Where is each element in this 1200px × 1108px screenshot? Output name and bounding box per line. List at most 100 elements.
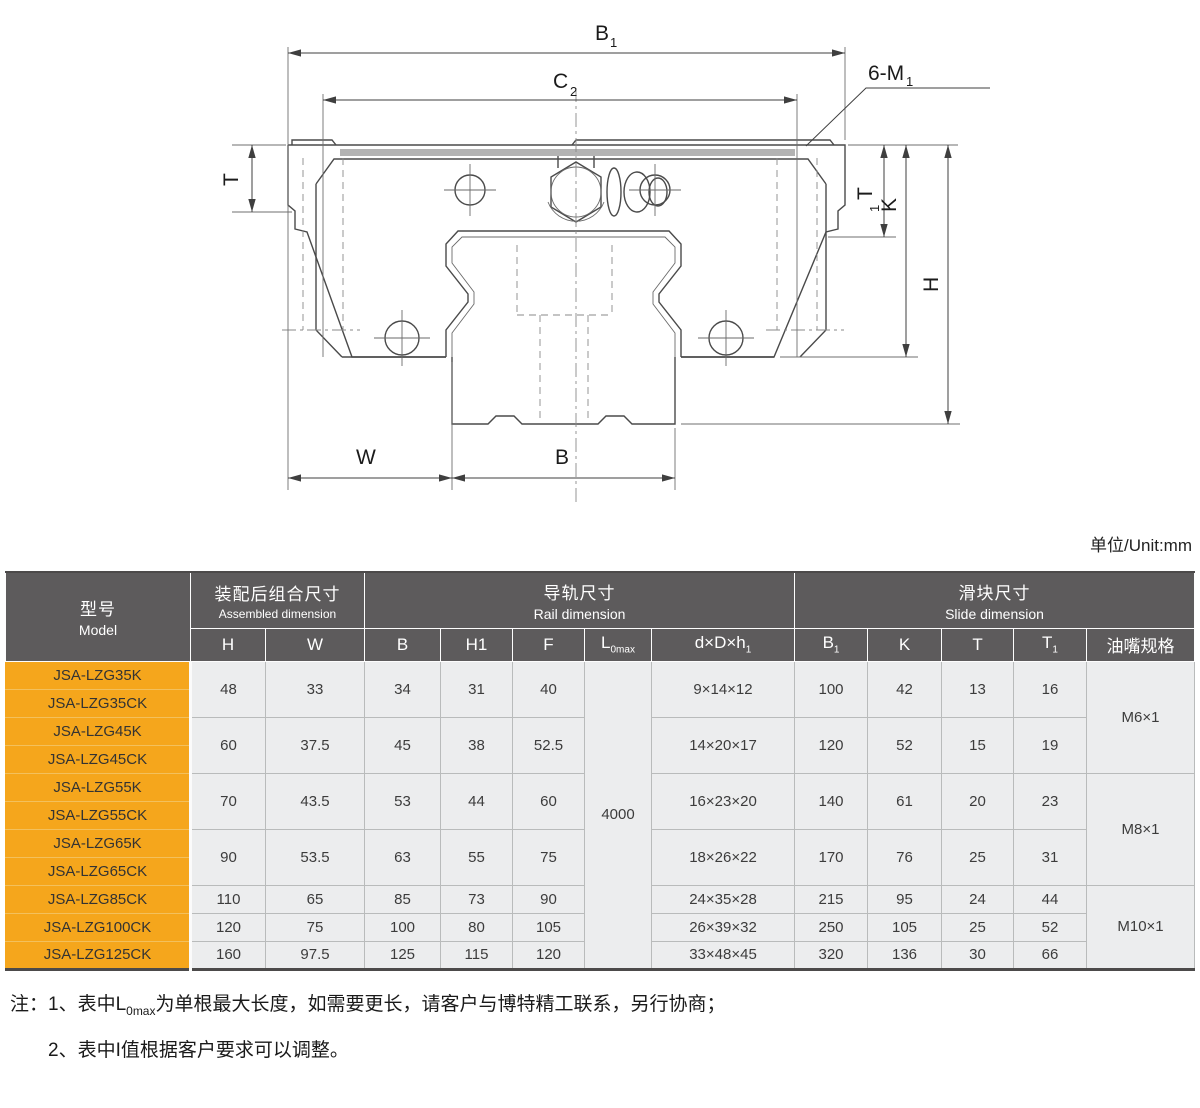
cell-f: 40 (512, 660, 585, 718)
table-row: JSA-LZG45CK (5, 744, 1195, 774)
spec-table: 型号 Model 装配后组合尺寸 Assembled dimension 导轨尺… (5, 571, 1196, 971)
dim-label-K: K (878, 198, 901, 212)
callout-label-6M1: 6-M (868, 62, 904, 85)
cell-k: 76 (867, 828, 943, 886)
cell-t1: 19 (1013, 716, 1088, 774)
cell-b1: 320 (794, 940, 869, 970)
dim-bottom: W B (288, 362, 676, 490)
cell-h1: 38 (440, 716, 513, 774)
model-cell: JSA-LZG125CK (5, 940, 192, 970)
cell-t: 15 (941, 716, 1015, 774)
cell-w: 65 (265, 884, 365, 914)
dim-label-B1-sub: 1 (610, 35, 617, 50)
cell-w: 37.5 (265, 716, 365, 774)
cell-t: 13 (941, 660, 1015, 718)
slide-block-outline (287, 139, 846, 358)
cell-f: 60 (512, 772, 585, 830)
cell-k: 42 (867, 660, 943, 718)
cell-f: 120 (512, 940, 585, 970)
table-row: JSA-LZG55CK (5, 800, 1195, 830)
cell-b1: 170 (794, 828, 869, 886)
cell-h1: 31 (440, 660, 513, 718)
cell-b: 100 (364, 912, 441, 942)
cell-f: 75 (512, 828, 585, 886)
model-cell: JSA-LZG45K (5, 716, 192, 746)
cell-t1: 31 (1013, 828, 1088, 886)
col-dDh1: d×D×h1 (650, 627, 796, 662)
cell-h1: 80 (440, 912, 513, 942)
cell-b1: 250 (794, 912, 869, 942)
model-cell: JSA-LZG45CK (5, 744, 192, 774)
col-H1: H1 (440, 627, 513, 662)
col-W: W (265, 627, 365, 662)
cell-b1: 215 (794, 884, 869, 914)
col-oil: 油嘴规格 (1086, 627, 1196, 662)
cell-h: 160 (190, 940, 266, 970)
cell-b: 85 (364, 884, 441, 914)
cell-t: 25 (941, 912, 1015, 942)
cell-h1: 55 (440, 828, 513, 886)
cell-ddh: 16×23×20 (650, 772, 796, 830)
header-model: 型号 Model (5, 571, 191, 662)
header-rail: 导轨尺寸 Rail dimension (363, 571, 796, 629)
model-cell: JSA-LZG55K (5, 772, 192, 802)
note-2: 2、表中I值根据客户要求可以调整。 (48, 1039, 349, 1061)
cell-b: 34 (364, 660, 441, 718)
cell-f: 90 (512, 884, 585, 914)
grease-nipple (547, 156, 668, 223)
cell-w: 33 (265, 660, 365, 718)
cell-f: 105 (512, 912, 585, 942)
cell-b: 45 (364, 716, 441, 774)
cell-ddh: 14×20×17 (650, 716, 796, 774)
model-cell: JSA-LZG65K (5, 828, 192, 858)
cell-t: 24 (941, 884, 1015, 914)
cell-oil: M6×1 (1086, 660, 1196, 774)
model-cell: JSA-LZG65CK (5, 856, 192, 886)
callout-6M1: 6-M 1 (805, 62, 990, 147)
col-T1: T1 (1013, 627, 1088, 662)
cell-w: 53.5 (265, 828, 365, 886)
model-cell: JSA-LZG55CK (5, 800, 192, 830)
cell-oil: M8×1 (1086, 772, 1196, 886)
dim-label-B: B (555, 446, 569, 469)
cell-h: 110 (190, 884, 266, 914)
callout-label-6M1-sub: 1 (906, 74, 913, 89)
cell-w: 43.5 (265, 772, 365, 830)
rail-outline (445, 230, 682, 425)
mounting-surface-band (340, 149, 795, 156)
dim-label-B1: B (595, 22, 609, 45)
cell-b1: 140 (794, 772, 869, 830)
model-cell: JSA-LZG85CK (5, 884, 192, 914)
header-assembled: 装配后组合尺寸 Assembled dimension (190, 571, 365, 629)
cell-b: 63 (364, 828, 441, 886)
cell-k: 52 (867, 716, 943, 774)
cell-t1: 44 (1013, 884, 1088, 914)
dim-label-W: W (356, 446, 376, 469)
unit-label: 单位/Unit:mm (1090, 536, 1192, 555)
cell-k: 136 (867, 940, 943, 970)
header-slide: 滑块尺寸 Slide dimension (794, 571, 1196, 629)
col-T: T (941, 627, 1015, 662)
cell-ddh: 26×39×32 (650, 912, 796, 942)
table-row: JSA-LZG35K 48 33 34 31 40 4000 9×14×12 1… (5, 660, 1196, 970)
cell-t: 20 (941, 772, 1015, 830)
cell-ddh: 18×26×22 (650, 828, 796, 886)
col-L0max: L0max (584, 627, 652, 662)
model-cell: JSA-LZG35K (5, 660, 192, 690)
cell-h: 70 (190, 772, 266, 830)
cell-l0max: 4000 (584, 660, 652, 970)
col-K: K (867, 627, 943, 662)
table-row: JSA-LZG35CK (5, 688, 1195, 718)
cell-t1: 66 (1013, 940, 1088, 970)
dim-B1: B 1 (287, 22, 846, 490)
dim-T: T (220, 144, 292, 213)
table-row: JSA-LZG65K 90 53.5 63 55 75 18×26×22 170… (5, 828, 1195, 886)
dim-label-C2: C (553, 70, 568, 93)
cell-b: 53 (364, 772, 441, 830)
cell-t1: 52 (1013, 912, 1088, 942)
dim-label-H: H (920, 277, 943, 292)
technical-drawing: B 1 C 2 6-M 1 T T 1 (220, 22, 990, 505)
model-cell: JSA-LZG35CK (5, 688, 192, 718)
table-row: JSA-LZG85CK 110 65 85 73 90 24×35×28 215… (5, 884, 1196, 970)
